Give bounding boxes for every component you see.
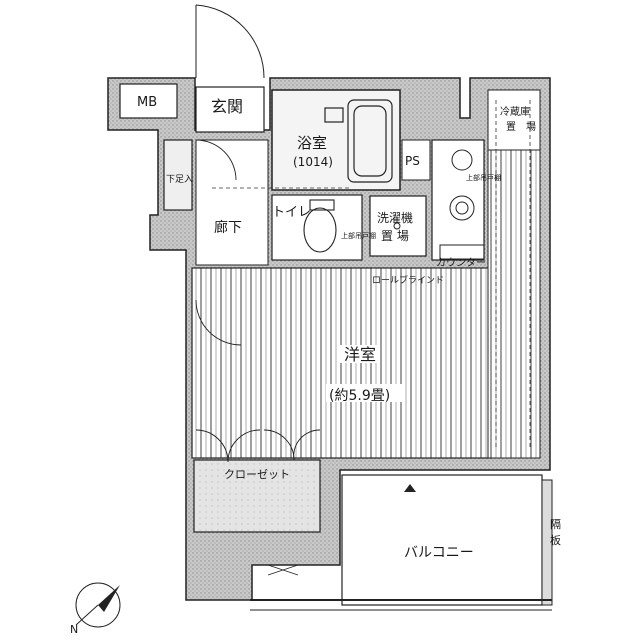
label-partition-2: 板 xyxy=(550,533,561,547)
interior-doors xyxy=(195,139,321,463)
bath-room xyxy=(271,89,401,191)
balcony-partition xyxy=(541,479,553,606)
shoe-storage xyxy=(163,139,193,211)
room-labels: MB 玄関 浴室 (1014) PS 冷蔵庫 置 場 下足入 トイレ 廊下 洗濯… xyxy=(70,95,561,636)
toilet-fixture xyxy=(303,199,337,253)
balcony-area xyxy=(341,474,543,606)
mb-room xyxy=(119,83,178,119)
interior-rooms xyxy=(119,83,553,611)
toilet-room xyxy=(271,194,363,261)
compass-needle xyxy=(98,585,120,612)
label-balcony: バルコニー xyxy=(404,545,474,561)
balcony-hatch xyxy=(267,564,299,576)
label-washer-2: 置 場 xyxy=(381,229,409,243)
label-partition-1: 隔 xyxy=(550,518,561,531)
label-upper-shelf-1: 上部吊戸棚 xyxy=(466,173,501,182)
label-roll-blind: ロールブラインド xyxy=(372,274,444,286)
label-shoe-storage: 下足入 xyxy=(166,174,193,185)
label-toilet: トイレ xyxy=(272,205,311,220)
kitchen-area xyxy=(431,139,485,261)
label-ps: PS xyxy=(405,154,420,168)
compass-rose xyxy=(75,582,121,628)
label-western-room: 洋室 xyxy=(344,345,376,364)
entry-door xyxy=(195,4,265,79)
label-western-room-size: (約5.9畳) xyxy=(329,388,390,404)
label-mb: MB xyxy=(137,95,157,110)
genkan-area xyxy=(195,86,265,133)
bathtub xyxy=(324,99,393,183)
label-counter: カウンター xyxy=(436,257,486,269)
label-bath-size: (1014) xyxy=(293,155,333,169)
label-hallway: 廊下 xyxy=(214,219,242,236)
label-fridge-3: 場 xyxy=(526,120,536,133)
label-genkan: 玄関 xyxy=(211,97,243,116)
label-compass-north: N xyxy=(70,623,78,636)
label-bath: 浴室 xyxy=(297,134,327,152)
side-strip-floor xyxy=(487,149,541,459)
label-fridge-1: 冷蔵庫 xyxy=(500,105,530,118)
dashed-guides xyxy=(212,100,531,450)
label-closet: クローゼット xyxy=(224,468,290,481)
fridge-space xyxy=(487,89,541,151)
closet-area xyxy=(193,459,321,533)
washer-symbol xyxy=(393,222,401,230)
stove xyxy=(439,149,485,260)
hallway-area xyxy=(195,139,269,266)
ps-shaft xyxy=(401,139,431,181)
label-washer-1: 洗濯機 xyxy=(377,210,413,225)
label-upper-shelf-2: 上部吊戸棚 xyxy=(341,231,376,240)
washer-area xyxy=(369,195,427,257)
window-marker xyxy=(404,484,416,492)
label-fridge-2: 置 xyxy=(506,121,516,133)
